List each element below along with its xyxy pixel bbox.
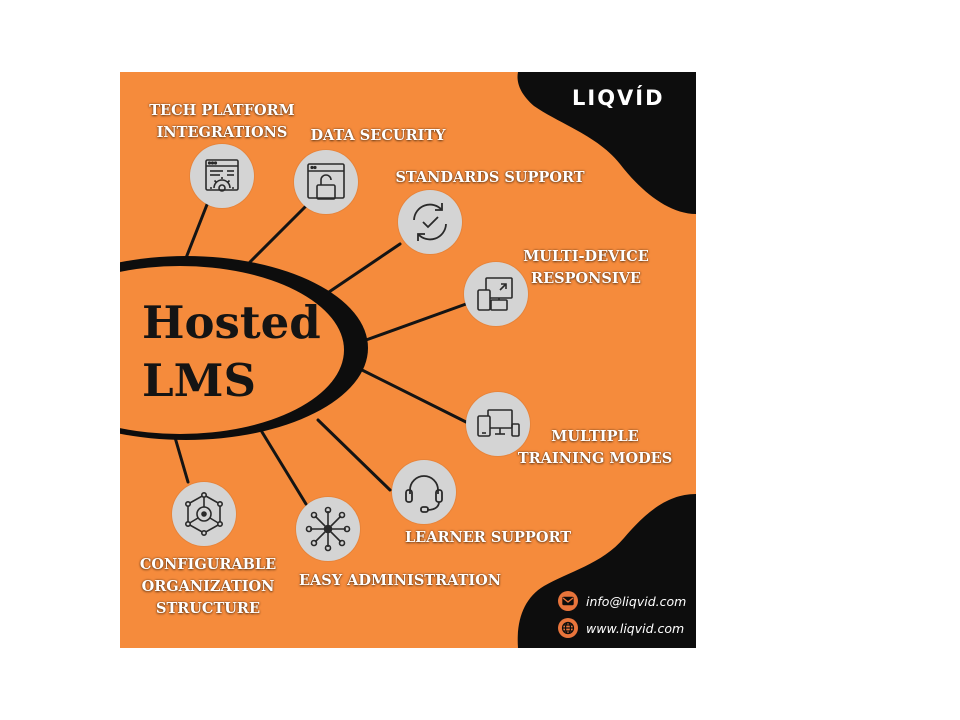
multiple-devices-icon bbox=[477, 409, 520, 437]
browser-gear-icon bbox=[205, 159, 239, 192]
tech-platform-line-2: INTEGRATIONS bbox=[156, 124, 288, 141]
org-structure-line-2: ORGANIZATION bbox=[141, 578, 275, 595]
org-structure-node bbox=[172, 482, 236, 546]
data-security-label: DATA SECURITY bbox=[310, 127, 446, 144]
org-structure-line-3: STRUCTURE bbox=[155, 600, 261, 617]
easy-admin-label: EASY ADMINISTRATION bbox=[298, 572, 502, 589]
headset-icon bbox=[405, 475, 443, 513]
tech-platform-line-1: TECH PLATFORM bbox=[149, 102, 295, 119]
brand-logo: LIQVÍD bbox=[572, 86, 665, 110]
hexagon-network-icon bbox=[185, 492, 223, 536]
data-security-node bbox=[294, 150, 358, 214]
org-structure-line-1: CONFIGURABLE bbox=[139, 556, 277, 573]
standards-support-label: STANDARDS SUPPORT bbox=[395, 169, 585, 186]
sync-check-icon bbox=[413, 203, 447, 241]
training-modes-node bbox=[466, 392, 530, 456]
contact-website[interactable]: www.liqvid.com bbox=[558, 618, 684, 638]
globe-icon bbox=[558, 618, 578, 638]
learner-support-label: LEARNER SUPPORT bbox=[404, 529, 572, 546]
title-line-1: Hosted bbox=[142, 296, 321, 349]
top-right-wave bbox=[517, 72, 696, 214]
tech-platform-label: TECH PLATFORM INTEGRATIONS bbox=[142, 100, 302, 144]
training-modes-line-2: TRAINING MODES bbox=[517, 450, 673, 467]
responsive-devices-icon bbox=[477, 277, 513, 311]
easy-admin-node bbox=[296, 497, 360, 561]
mail-icon bbox=[558, 591, 578, 611]
title-line-2: LMS bbox=[142, 354, 256, 407]
multi-device-label: MULTI-DEVICE RESPONSIVE bbox=[506, 246, 666, 290]
email-text[interactable]: info@liqvid.com bbox=[586, 593, 687, 609]
connector-lines bbox=[172, 200, 468, 506]
page-title: Hosted LMS bbox=[142, 294, 321, 410]
org-structure-label: CONFIGURABLE ORGANIZATION STRUCTURE bbox=[128, 554, 288, 620]
standards-support-node bbox=[398, 190, 462, 254]
learner-support-node bbox=[392, 460, 456, 524]
multi-device-node bbox=[464, 262, 528, 326]
title-ellipse bbox=[120, 266, 344, 434]
multi-device-line-1: MULTI-DEVICE bbox=[523, 248, 649, 265]
multi-device-line-2: RESPONSIVE bbox=[531, 270, 641, 287]
padlock-window-icon bbox=[307, 163, 345, 200]
infographic-card: Hosted LMS LIQVÍD TECH PLATFORM INTEGRAT… bbox=[120, 72, 696, 648]
tech-platform-node bbox=[190, 144, 254, 208]
training-modes-label: MULTIPLE TRAINING MODES bbox=[512, 426, 678, 470]
network-hub-icon bbox=[305, 506, 351, 552]
website-text[interactable]: www.liqvid.com bbox=[586, 620, 685, 636]
contact-email[interactable]: info@liqvid.com bbox=[558, 591, 686, 611]
training-modes-line-1: MULTIPLE bbox=[551, 428, 639, 445]
